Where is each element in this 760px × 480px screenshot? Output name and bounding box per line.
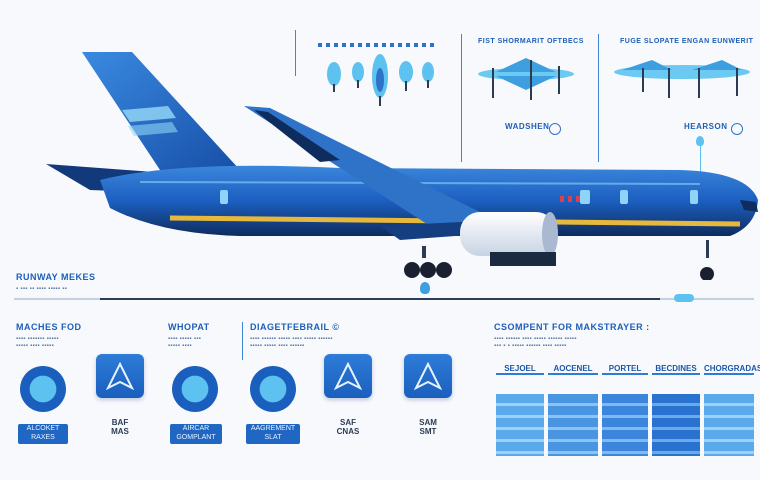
component-icons-row [327,54,434,106]
runway-end-icon [674,294,694,302]
aircraft-illustration [46,52,758,280]
fuselage-icon [372,54,388,106]
mid-section-a-title: WHOPAT [168,322,210,332]
right-section-title: CSOMPENT FOR MAKSTRAYER : [494,322,650,332]
comparison-table: SEJOEL AOCENEL PORTEL BECDINES CHORGRADA… [494,362,760,458]
info-circle-icon [549,123,561,135]
pin-icon [696,136,704,146]
panel-divider [461,34,462,162]
nose-icon [327,62,341,92]
table-column [602,394,648,456]
icon-badge: AAGREMENT SLAT [246,424,300,444]
mid-section-b-title: DIAGETFEBRAIL © [250,322,340,332]
pin-stem [700,146,701,174]
table-header: AOCENEL [548,364,598,375]
panel-a-title: FIST SHORMARIT OFTBECS [478,38,584,45]
plane-icon [96,354,144,398]
panel-b-tag: HEARSON [684,122,728,131]
panel-b-title: FUGE SLOPATE ENGAN EUNWERIT [620,38,754,45]
aircraft-top-view [478,58,574,100]
nose-icon [422,62,434,88]
table-column [548,394,598,456]
table-column [652,394,700,456]
panel-divider [295,30,296,76]
table-header: PORTEL [602,364,648,375]
runway-caption: ▪ ▪▪▪ ▪▪ ▪▪▪▪ ▪▪▪▪▪ ▪▪ [16,286,68,292]
engine-icon [250,366,296,412]
panel-divider [598,34,599,162]
runway-label: RUNWAY MEKES [16,272,96,282]
table-header: BECDINES [652,364,700,375]
plane-icon [324,354,372,398]
section-divider [242,322,243,360]
table-column [496,394,544,456]
dotted-header [318,43,434,47]
info-circle-icon [731,123,743,135]
table-column [704,394,754,456]
nose-icon [399,61,413,91]
runway-line [100,298,660,300]
mid-section-b-text: ▪▪▪▪ ▪▪▪▪▪▪ ▪▪▪▪▪ ▪▪▪▪ ▪▪▪▪▪ ▪▪▪▪▪▪▪▪▪▪▪… [250,336,333,349]
table-header: SEJOEL [496,364,544,375]
runway-marker-icon [420,282,430,294]
engine-icon [172,366,218,412]
nose-icon [352,62,364,88]
aircraft-side-view [614,60,750,98]
panel-a-tag: WADSHEN [505,122,550,131]
plane-icon [404,354,452,398]
left-section-title: MACHES FOD [16,322,82,332]
right-section-text: ▪▪▪▪ ▪▪▪▪▪▪ ▪▪▪▪ ▪▪▪▪▪ ▪▪▪▪▪▪ ▪▪▪▪▪▪▪▪ ▪… [494,336,577,349]
engine-icon [20,366,66,412]
icon-badge: AIRCAR GOMPLANT [170,424,222,444]
left-section-text: ▪▪▪▪ ▪▪▪▪▪▪▪ ▪▪▪▪▪▪▪▪▪▪ ▪▪▪▪ ▪▪▪▪▪ [16,336,59,349]
table-header: CHORGRADAS [704,364,760,375]
mid-section-a-text: ▪▪▪▪ ▪▪▪▪▪ ▪▪▪▪▪▪▪▪ ▪▪▪▪ [168,336,202,349]
icon-badge: ALCOKET RAXES [18,424,68,444]
